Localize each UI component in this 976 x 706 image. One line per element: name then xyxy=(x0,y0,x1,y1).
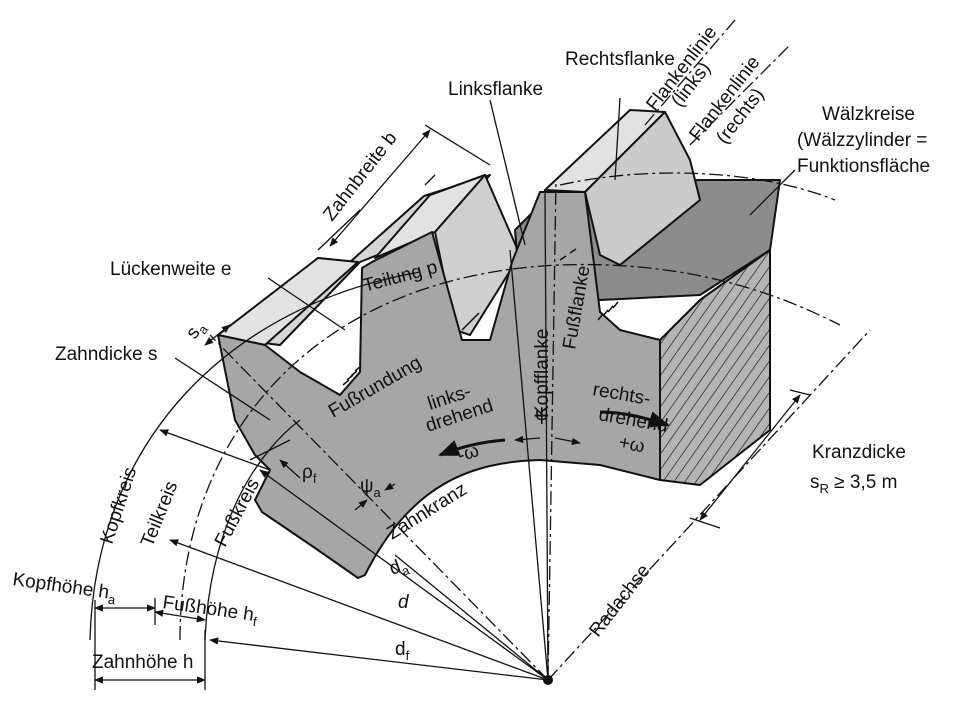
label-teilkreis: Teilkreis xyxy=(137,478,182,549)
label-d: d xyxy=(398,592,410,613)
dimension-lines xyxy=(89,97,811,690)
flankenlinie-links-line xyxy=(644,19,736,126)
radachse-line xyxy=(547,179,557,681)
label-kopfhoehe: Kopfhöhe ha xyxy=(11,569,119,607)
label-kranzdicke: Kranzdicke xyxy=(812,442,906,463)
label-zahndicke: Zahndicke s xyxy=(55,344,157,365)
gear-center xyxy=(543,675,553,685)
label-kopfflanke: Kopfflanke xyxy=(532,329,553,418)
label-fusshoehe: Fußhöhe hf xyxy=(161,592,259,629)
tooth-3-flank xyxy=(584,111,701,266)
label-sa: sa xyxy=(182,316,212,344)
psi-a-line xyxy=(209,334,549,681)
fillet-hatches xyxy=(342,248,619,386)
label-sr: sR ≥ 3,5 m xyxy=(810,472,897,496)
label-linksflanke: Linksflanke xyxy=(448,79,543,100)
arrow-rechts xyxy=(599,410,671,428)
flankenlinie-rechts-line xyxy=(689,44,791,146)
gear-front-face xyxy=(217,191,661,579)
label-psi-a: ψa xyxy=(360,476,382,500)
arrow-links xyxy=(438,438,506,457)
label-waelzkreise: Wälzkreise xyxy=(822,104,915,125)
fusskreis-arc xyxy=(204,419,301,641)
gear-body xyxy=(217,109,781,579)
label-radachse: Radachse xyxy=(585,561,654,641)
label-rho-f: ρf xyxy=(302,462,317,486)
label-kopfkreis: Kopfkreis xyxy=(97,465,141,547)
label-df: df xyxy=(395,639,410,663)
label-rechtsflanke: Rechtsflanke xyxy=(565,49,675,70)
pitch-arc xyxy=(179,263,841,641)
label-waelzzylinder: (Wälzzylinder = xyxy=(797,130,927,151)
kopfkreis-arc xyxy=(89,271,421,641)
label-plus-omega: +ω xyxy=(617,432,646,457)
label-zahnhoehe: Zahnhöhe h xyxy=(92,652,193,673)
rotation-arrows xyxy=(438,410,671,457)
label-funktionsflaeche: Funktionsfläche xyxy=(797,156,930,177)
label-psi: ψ xyxy=(535,404,549,425)
construction-lines xyxy=(179,19,871,681)
label-lueckenweite: Lückenweite e xyxy=(110,259,231,280)
pitch-cylinder-line xyxy=(559,172,836,201)
label-fusskreis: Fußkreis xyxy=(211,475,264,550)
